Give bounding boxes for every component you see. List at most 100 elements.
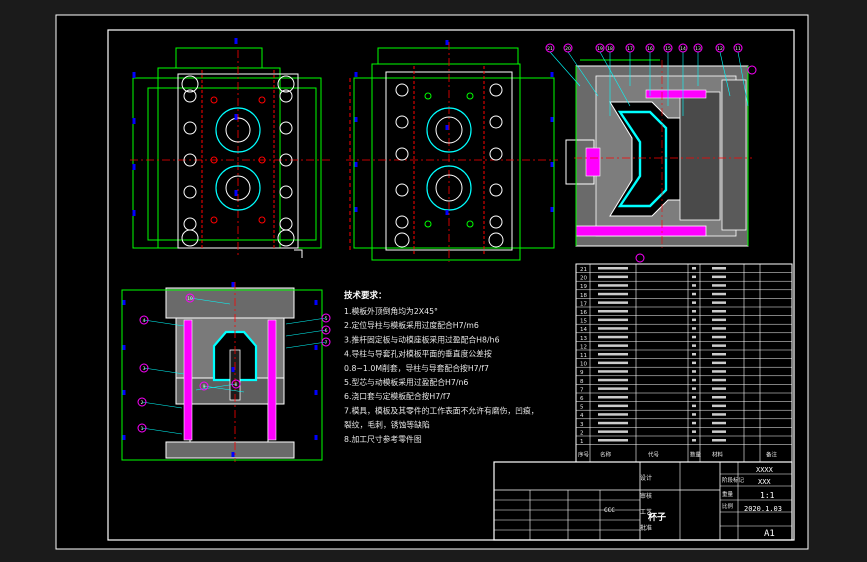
tb-label-process: 工艺 <box>640 508 652 516</box>
bom-row-number: 21 <box>580 267 587 273</box>
bom-header-cell: 序号 <box>578 451 590 459</box>
balloon-label: 10 <box>187 296 193 302</box>
balloon-circle <box>663 43 673 53</box>
bom-row-number: 4 <box>580 413 584 419</box>
balloon-label: 12 <box>717 46 723 52</box>
bom-row-number: 6 <box>580 396 584 402</box>
bom-row-qty <box>692 301 696 304</box>
balloon-label: 2 <box>141 400 144 406</box>
bom-row-qty <box>692 404 696 408</box>
bom-row-text <box>598 301 628 304</box>
bom-row-material <box>712 301 726 304</box>
note-line: 8.加工尺寸参考零件图 <box>344 434 422 444</box>
bom-row-material <box>712 439 726 442</box>
balloon-label: 6 <box>325 328 328 334</box>
bom-row-qty <box>692 439 696 442</box>
bom-row-qty <box>692 318 696 322</box>
bom-header-cell: 备注 <box>766 451 778 459</box>
bom-row-text <box>598 344 628 347</box>
bom-row-qty <box>692 344 696 347</box>
balloon-circle <box>595 43 605 53</box>
bom-header-cell: 数量 <box>690 451 702 459</box>
tb-date: 2020.1.03 <box>744 505 782 513</box>
bom-row-text <box>598 370 628 373</box>
bom-row-material <box>712 318 726 322</box>
balloon-label: 17 <box>627 46 633 52</box>
bom-row-text <box>598 318 628 322</box>
bom-row-number: 1 <box>580 439 584 445</box>
note-line: 6.浇口套与定模板配合按H7/f7 <box>344 391 451 401</box>
bom-row-material <box>712 370 726 373</box>
bom-row-material <box>712 327 726 330</box>
bom-row-number: 15 <box>580 319 587 325</box>
bom-row-text <box>598 353 628 356</box>
tb-label-approve: 批准 <box>640 524 652 532</box>
bom-row-qty <box>692 430 696 433</box>
section-view-side <box>121 282 323 462</box>
tb-label-ratio: 比例 <box>722 502 734 510</box>
bom-row-material <box>712 361 726 365</box>
balloon-circle <box>645 43 655 53</box>
bom-header-cell: 材料 <box>712 451 724 459</box>
bom-row-number: 11 <box>580 353 587 359</box>
balloon-label: 21 <box>547 46 553 52</box>
bom-row-material <box>712 275 726 279</box>
balloon-label: 18 <box>607 46 613 52</box>
tb-code1: XXXX <box>756 466 774 474</box>
bom-row-number: 7 <box>580 387 584 393</box>
note-line: 7.模具，模板及其零件的工作表面不允许有磨伤，凹痕， <box>344 405 539 415</box>
balloon-circle <box>321 325 331 335</box>
inner-frame <box>107 29 795 541</box>
technical-notes: 技术要求： 1.模板外顶倒角均为2X45°2.定位导柱与模板采用过度配合H7/m… <box>344 290 539 444</box>
balloon-circle <box>678 43 688 53</box>
bom-row-material <box>712 267 726 270</box>
bom-row-number: 5 <box>580 405 584 411</box>
bom-row-material <box>712 378 726 382</box>
bom-row-number: 16 <box>580 310 587 316</box>
balloon-label: 13 <box>695 46 701 52</box>
balloon-circle <box>231 379 241 389</box>
note-line: 4.导柱与导套孔对模板平面的垂直度公差按 <box>344 349 492 359</box>
bom-row-text <box>598 387 628 390</box>
bom-row-qty <box>692 387 696 390</box>
bom-row-text <box>598 267 628 270</box>
bom-row-number: 8 <box>580 379 584 385</box>
balloon-label: 19 <box>597 46 603 52</box>
notes-heading: 技术要求： <box>344 290 387 301</box>
balloon-label: 3 <box>143 366 146 372</box>
bom-row-text <box>598 404 628 408</box>
balloon-circle <box>137 423 147 433</box>
bom-row-text <box>598 275 628 279</box>
bom-row-text <box>598 421 628 425</box>
bom-row-qty <box>692 421 696 425</box>
tb-code2: XXX <box>758 478 771 486</box>
bom-row-text <box>598 396 628 399</box>
bom-row-number: 2 <box>580 430 584 436</box>
bom-row-qty <box>692 396 696 399</box>
bom-row-qty <box>692 292 696 296</box>
balloon-label: 8 <box>235 382 238 388</box>
bom-row-qty <box>692 284 696 287</box>
tb-label-check: 审核 <box>640 492 652 500</box>
bom-row-material <box>712 292 726 296</box>
note-line: 裂纹，毛刺，锈蚀等缺陷 <box>344 420 430 430</box>
title-block: 设计 审核 工艺 批准 阶段标记 重量 比例 杯子 XXXX XXX 1:1 2… <box>493 461 793 541</box>
outer-frame <box>55 14 809 550</box>
note-line: 0.8~1.0M削套，导柱与导套配合按H7/f7 <box>344 363 489 373</box>
note-line: 2.定位导柱与模板采用过度配合H7/m6 <box>344 320 479 330</box>
balloon-label: 16 <box>647 46 653 52</box>
bom-row-number: 17 <box>580 301 587 307</box>
bom-row-text <box>598 310 628 313</box>
bom-row-text <box>598 335 628 339</box>
balloon-circle <box>563 43 573 53</box>
bom-header-cell: 代号 <box>648 451 660 459</box>
balloon-circle <box>747 65 757 75</box>
bom-row-material <box>712 430 726 433</box>
bom-row-material <box>712 335 726 339</box>
balloon-circle <box>625 43 635 53</box>
bom-row-qty <box>692 361 696 365</box>
balloon-circle <box>321 337 331 347</box>
tb-scale: 1:1 <box>760 491 775 500</box>
